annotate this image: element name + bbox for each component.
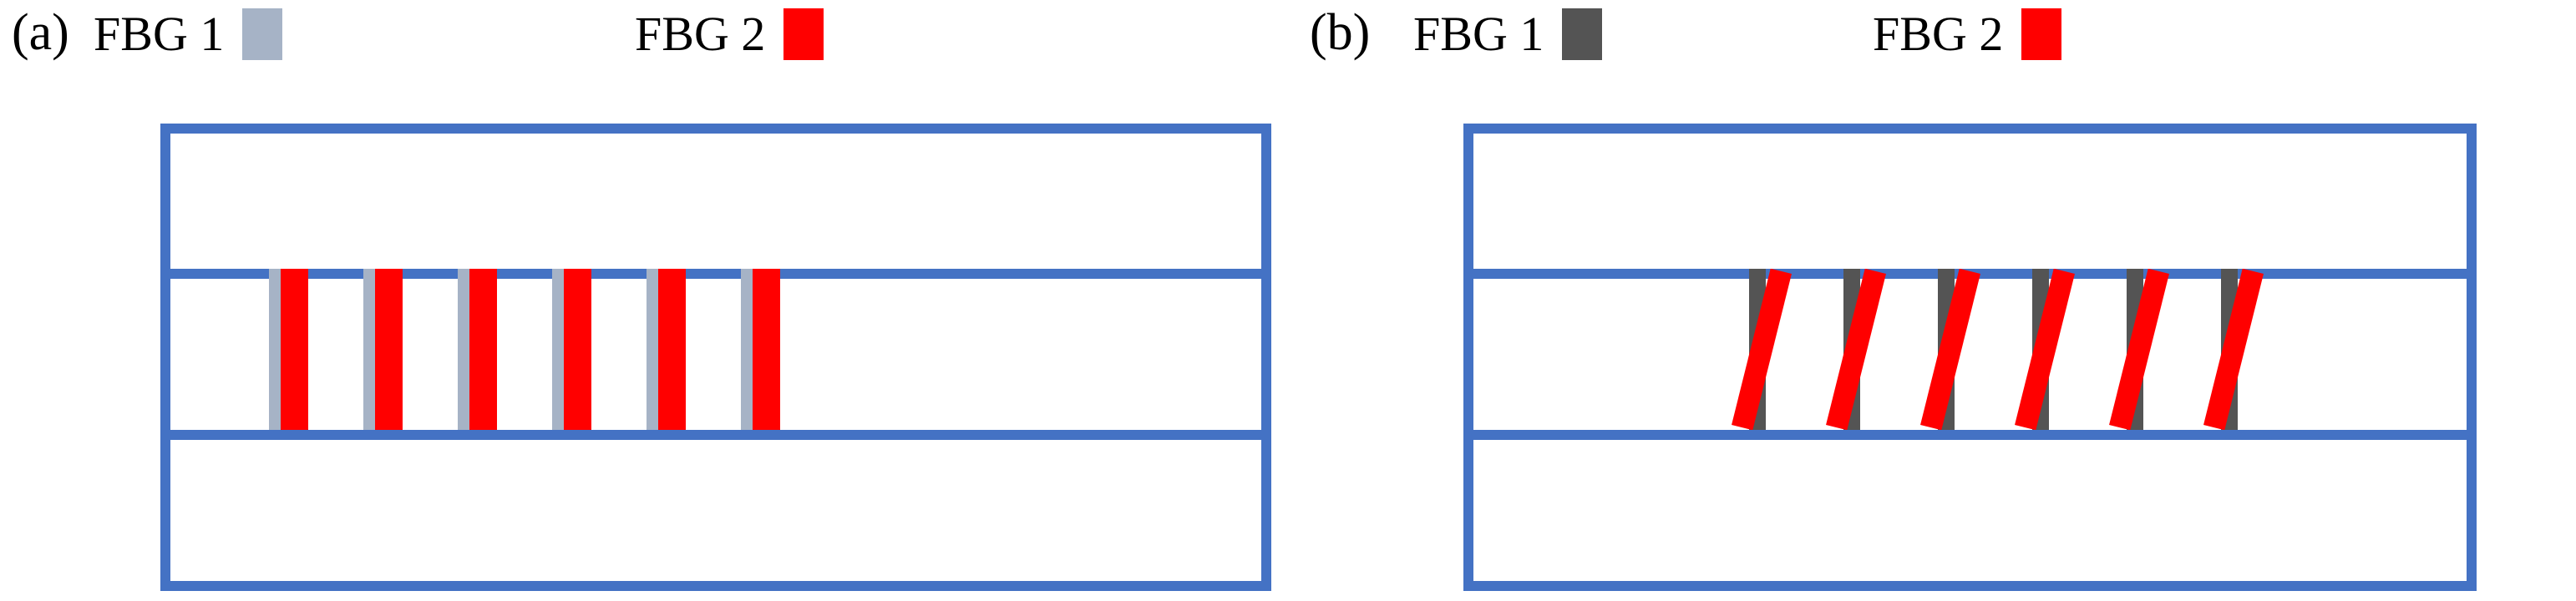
legend-item-fbg1: FBG 1 <box>94 7 283 61</box>
fbg2-plane <box>375 269 403 430</box>
panel-a-legend: (a) FBG 1 FBG 2 <box>0 0 1288 100</box>
core-region-b <box>1473 269 2467 430</box>
legend-label-fbg1: FBG 1 <box>94 7 225 61</box>
legend-item-fbg2: FBG 2 <box>1873 7 2062 61</box>
legend-label-fbg1: FBG 1 <box>1413 7 1544 61</box>
grating-array-a <box>269 269 854 430</box>
waveguide-a <box>160 124 1271 591</box>
fbg2-plane <box>753 269 780 430</box>
panel-b-tag: (b) <box>1310 4 1371 61</box>
fbg1-swatch <box>242 8 283 60</box>
waveguide-b <box>1463 124 2477 591</box>
fbg1-swatch <box>1562 8 1603 60</box>
legend-item-fbg2: FBG 2 <box>635 8 824 60</box>
legend-label-fbg2: FBG 2 <box>1873 7 2004 61</box>
fbg2-swatch <box>2021 8 2062 60</box>
fbg2-plane <box>658 269 686 430</box>
grating-array-b <box>1732 269 2317 430</box>
legend-label-fbg2: FBG 2 <box>635 7 766 61</box>
panel-a: (a) FBG 1 FBG 2 <box>0 0 1288 591</box>
panel-a-tag: (a) <box>12 4 69 61</box>
fbg2-plane <box>281 269 308 430</box>
fbg2-swatch <box>783 8 824 60</box>
waveguide-divider-top <box>170 269 1261 279</box>
waveguide-divider-bottom <box>1473 430 2467 440</box>
core-region-a <box>170 269 1261 430</box>
fbg2-plane <box>564 269 591 430</box>
panel-b: (b) FBG 1 FBG 2 <box>1288 0 2576 601</box>
waveguide-divider-bottom <box>170 430 1261 440</box>
panel-b-legend: (b) FBG 1 FBG 2 <box>1288 0 2576 100</box>
legend-item-fbg1: FBG 1 <box>1413 7 1603 61</box>
fbg2-plane <box>469 269 497 430</box>
